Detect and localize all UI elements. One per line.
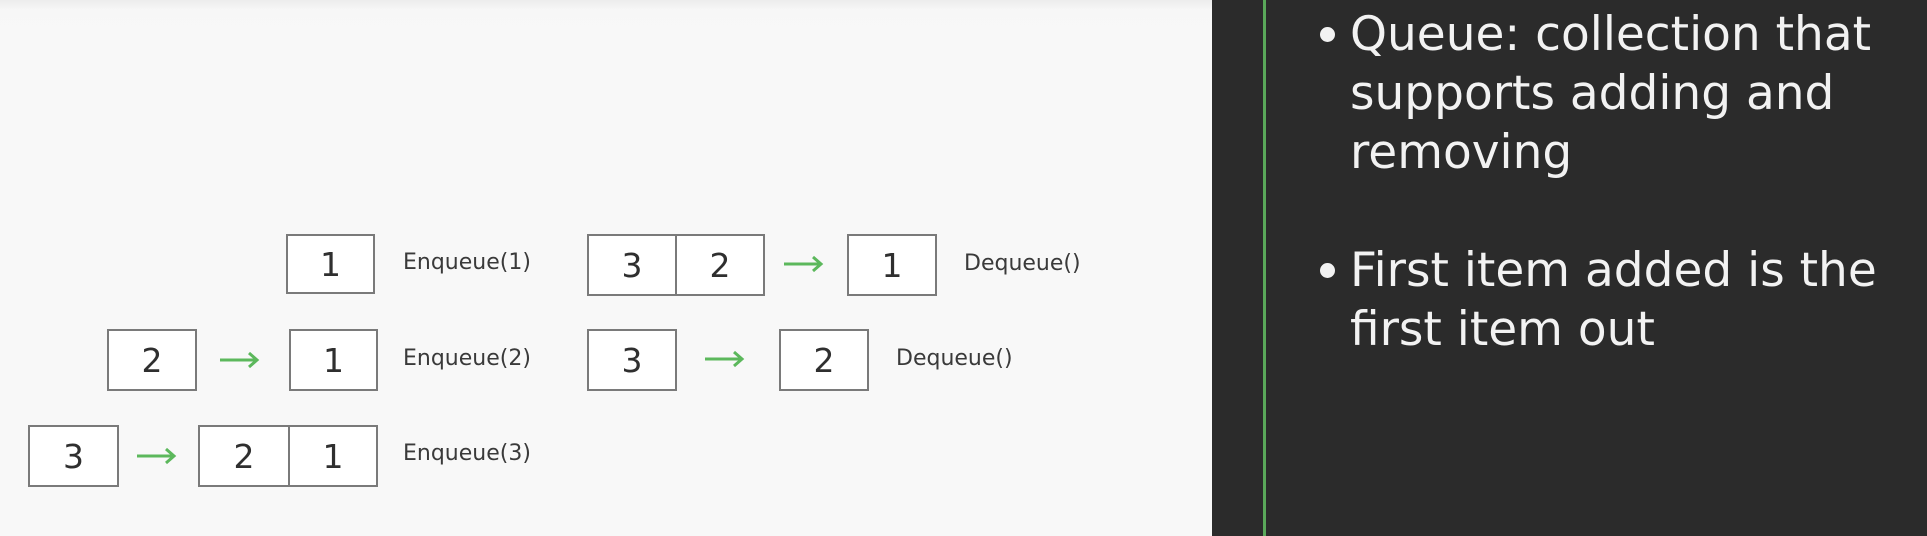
operation-label: Enqueue(2) xyxy=(403,346,531,371)
operation-label: Dequeue() xyxy=(964,251,1081,276)
operation-label: Enqueue(1) xyxy=(403,250,531,275)
arrow-right-icon xyxy=(220,350,264,370)
bullet-dot-icon xyxy=(1320,263,1335,278)
bullet-text: First item added is the first item out xyxy=(1350,243,1877,357)
queue-item: 1 xyxy=(289,425,378,487)
accent-divider xyxy=(1263,0,1266,536)
operation-label: Dequeue() xyxy=(896,346,1013,371)
incoming-item: 3 xyxy=(28,425,119,487)
diagram-panel: 1 Enqueue(1) 2 1 Enqueue(2) 3 2 1 Enqueu… xyxy=(0,0,1212,536)
incoming-item: 2 xyxy=(107,329,197,391)
queue-item: 1 xyxy=(289,329,378,391)
queue-item: 3 xyxy=(587,234,676,296)
arrow-right-icon xyxy=(705,349,749,369)
bullet-text: Queue: collection that supports adding a… xyxy=(1350,7,1872,180)
arrow-right-icon xyxy=(137,446,181,466)
bullet-dot-icon xyxy=(1320,27,1335,42)
operation-label: Enqueue(3) xyxy=(403,441,531,466)
queue-item: 1 xyxy=(286,234,375,294)
queue-item: 2 xyxy=(198,425,289,487)
bullet-point: First item added is the first item out xyxy=(1320,241,1910,359)
dequeued-item: 1 xyxy=(847,234,937,296)
queue-item: 3 xyxy=(587,329,677,391)
bullet-point: Queue: collection that supports adding a… xyxy=(1320,5,1910,182)
arrow-right-icon xyxy=(784,254,828,274)
dequeued-item: 2 xyxy=(779,329,869,391)
queue-item: 2 xyxy=(676,234,765,296)
